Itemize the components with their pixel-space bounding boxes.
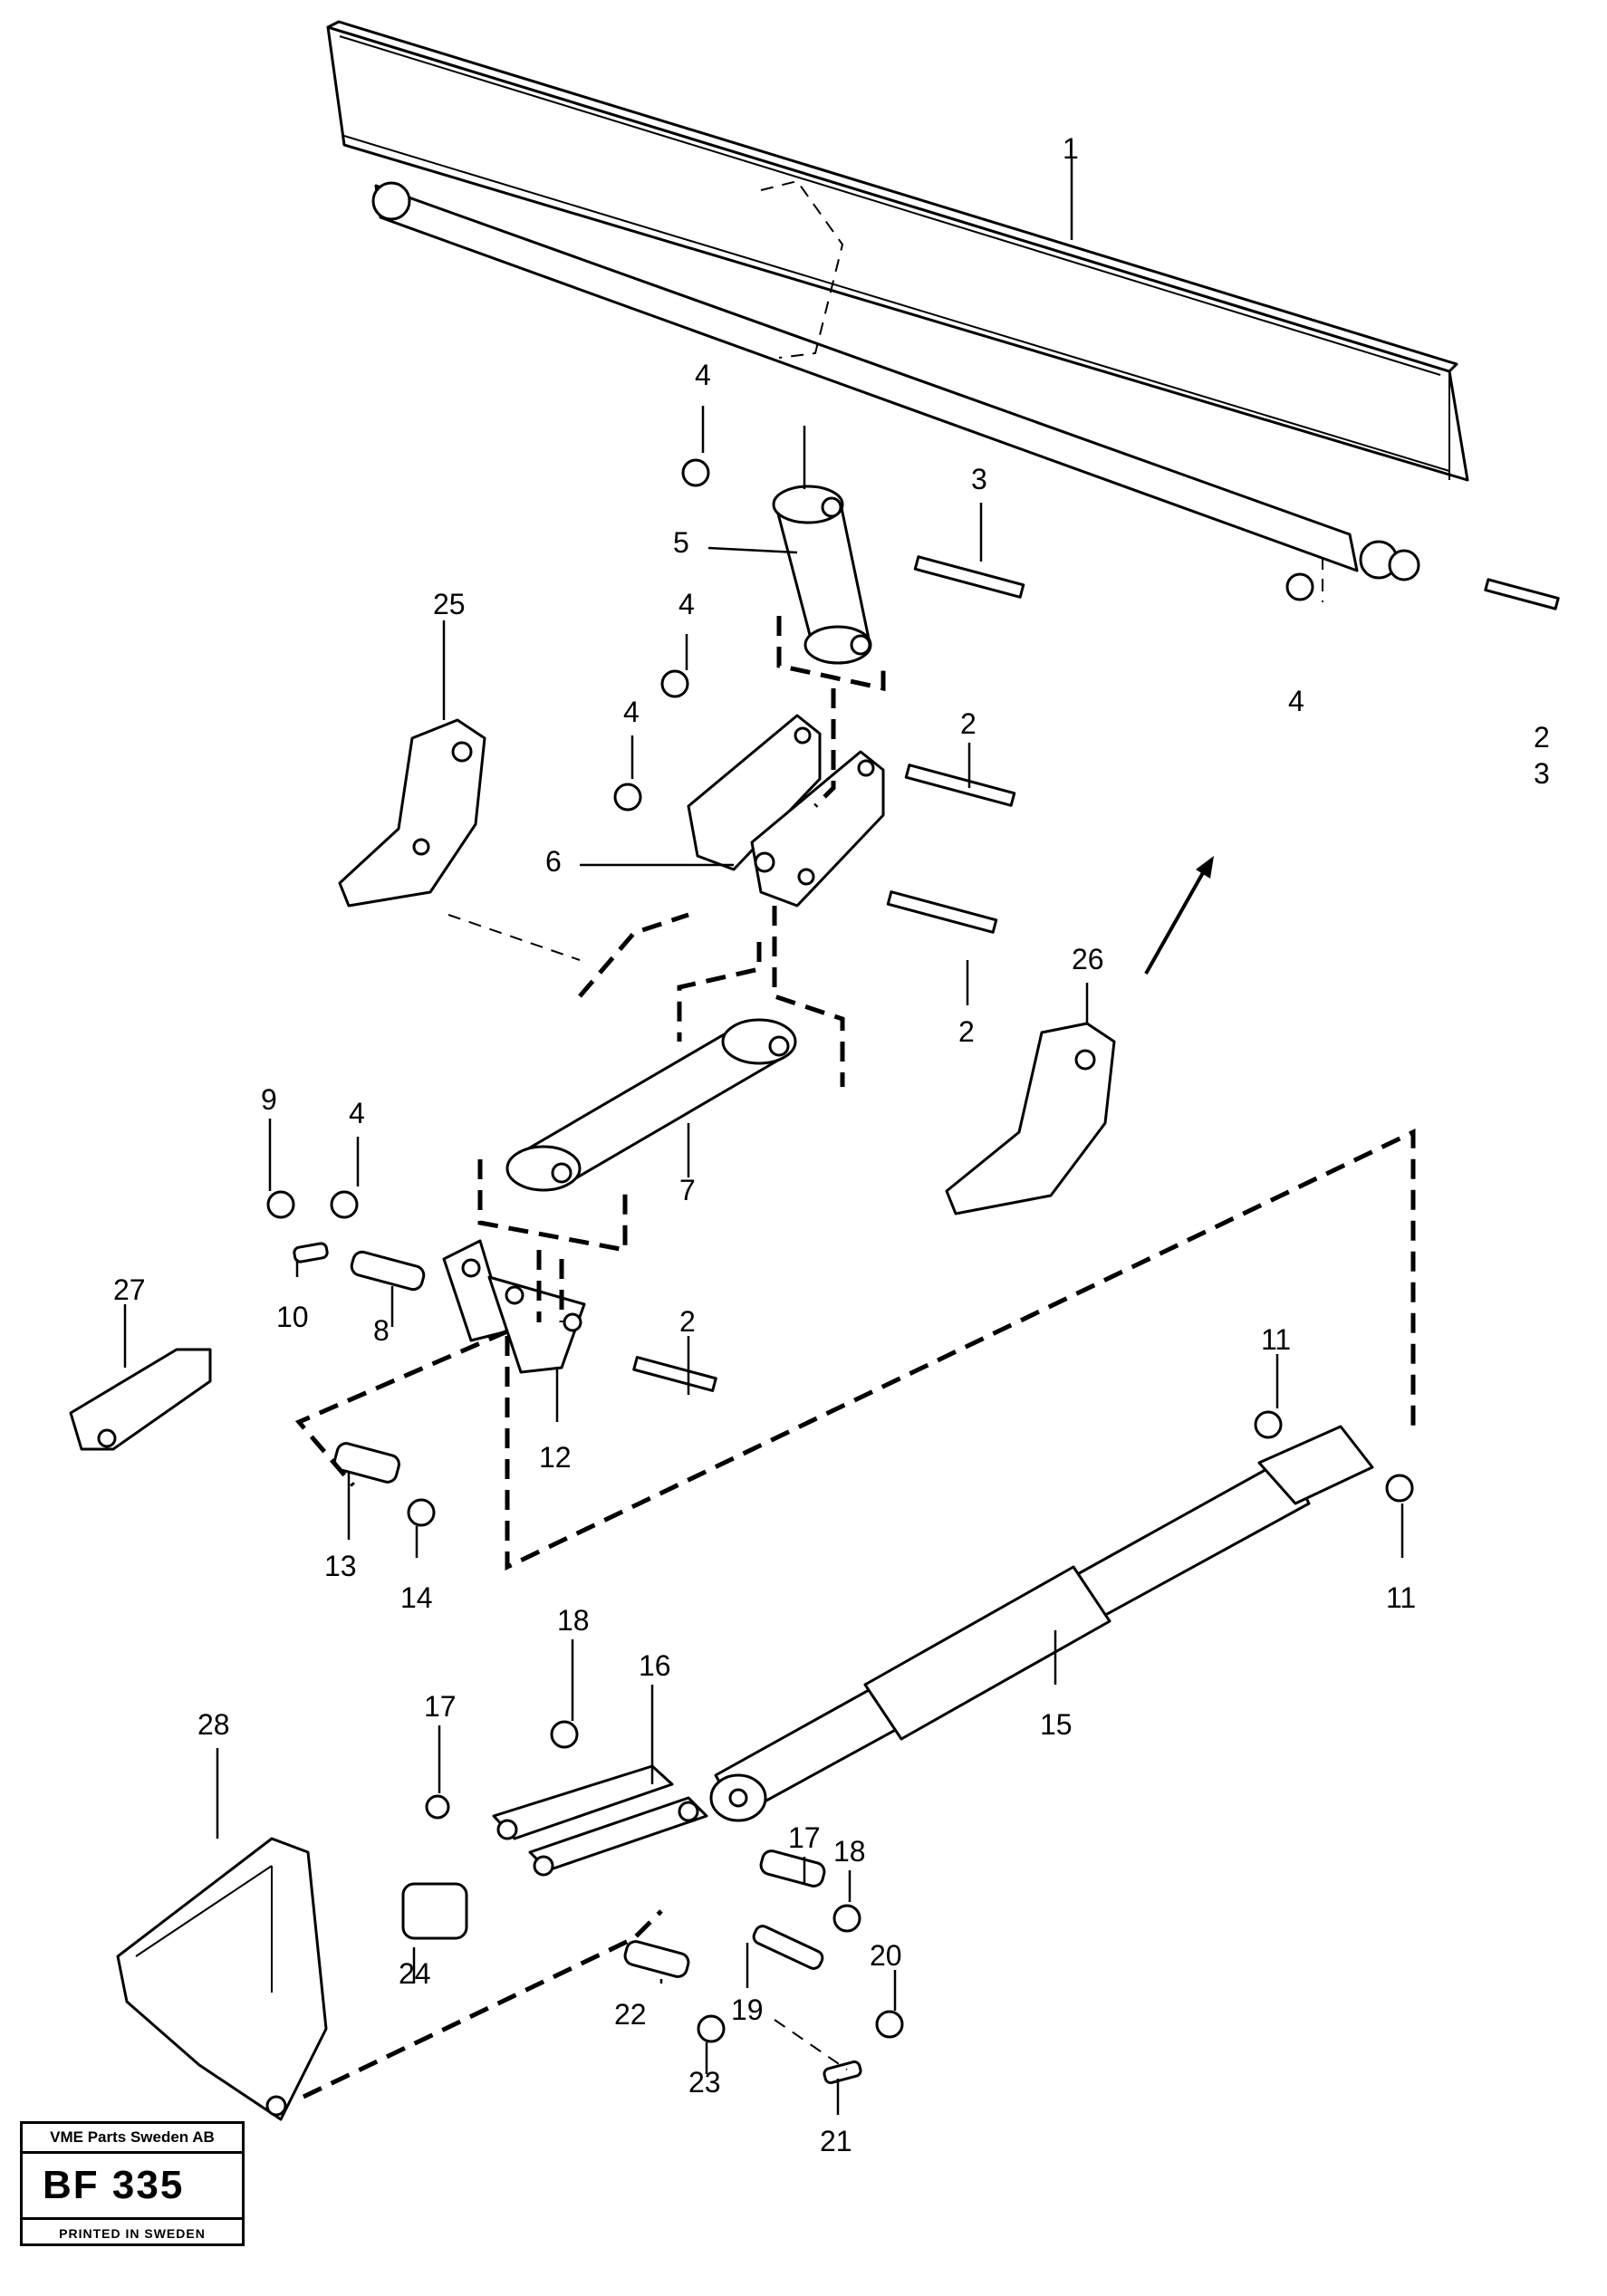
- callout-3-upper: 3: [971, 463, 987, 495]
- callout-17-left: 17: [424, 1690, 457, 1723]
- blade-beam: [326, 20, 1469, 581]
- callout-6: 6: [545, 845, 562, 878]
- callout-27: 27: [113, 1273, 146, 1306]
- callout-2-mid: 2: [958, 1015, 975, 1048]
- stamp-printed: PRINTED IN SWEDEN: [59, 2226, 206, 2241]
- callout-4-lower: 4: [349, 1097, 365, 1129]
- callout-20: 20: [870, 1939, 902, 1972]
- callout-8: 8: [373, 1314, 390, 1347]
- callout-2-lower: 2: [679, 1305, 696, 1338]
- block-27: [69, 1348, 212, 1451]
- lower-link-arm: [505, 1018, 797, 1192]
- callout-14: 14: [400, 1581, 433, 1614]
- stamp-company: VME Parts Sweden AB: [23, 2124, 242, 2154]
- callout-12: 12: [539, 1441, 572, 1474]
- callout-4-top: 4: [695, 359, 711, 391]
- callout-25: 25: [433, 588, 466, 620]
- callout-21: 21: [820, 2125, 852, 2157]
- callout-5: 5: [673, 526, 689, 559]
- housing-28: [116, 1837, 328, 2121]
- callout-18-right: 18: [833, 1835, 866, 1868]
- callout-13: 13: [324, 1550, 357, 1582]
- callout-11-right: 11: [1386, 1581, 1416, 1614]
- lower-link-plates: [492, 1764, 708, 1877]
- callout-10: 10: [276, 1301, 309, 1333]
- callout-labels: 1 4 3 5 25 4 4 4 2 2 3 6 26 2 9 4 7 27 1…: [113, 132, 1550, 2157]
- stamp-code: BF 335: [23, 2154, 242, 2220]
- callout-4-mid: 4: [678, 588, 695, 620]
- callout-1: 1: [1063, 132, 1079, 165]
- wear-piece-25: [338, 718, 486, 908]
- callout-3-right: 3: [1534, 757, 1550, 790]
- callout-17-right: 17: [788, 1821, 821, 1854]
- bracket-plates: [687, 714, 885, 908]
- callout-2-upper: 2: [960, 707, 977, 740]
- upper-link-arm: [772, 485, 872, 665]
- assembly-lines: [294, 557, 1416, 2099]
- callout-9: 9: [261, 1083, 277, 1116]
- direction-arrow: [1144, 856, 1214, 975]
- callout-26: 26: [1072, 943, 1104, 975]
- callout-4-right: 4: [1288, 685, 1304, 717]
- callout-2-right: 2: [1534, 721, 1550, 754]
- callout-7: 7: [679, 1174, 696, 1206]
- fasteners: [266, 458, 1560, 2085]
- callout-15: 15: [1040, 1708, 1073, 1741]
- callout-16: 16: [639, 1649, 671, 1682]
- callout-23: 23: [688, 2066, 721, 2099]
- callout-4-left: 4: [623, 696, 640, 728]
- document-stamp: VME Parts Sweden AB BF 335 PRINTED IN SW…: [20, 2121, 245, 2246]
- hydraulic-cylinder: [709, 1425, 1374, 1822]
- callout-18-top: 18: [557, 1604, 590, 1637]
- callout-28: 28: [197, 1708, 230, 1741]
- leader-lines: [123, 159, 1404, 2115]
- callout-24: 24: [399, 1957, 431, 1990]
- wear-piece-26: [945, 1022, 1116, 1215]
- callout-19: 19: [731, 1993, 764, 2026]
- callout-11-top: 11: [1261, 1323, 1291, 1356]
- callout-22: 22: [614, 1998, 647, 2031]
